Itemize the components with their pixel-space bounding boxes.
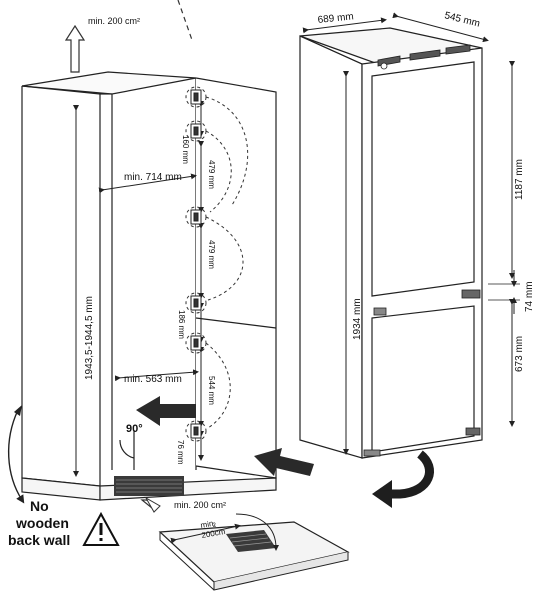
bottom-hinge-hardware <box>363 427 481 457</box>
bottom-vent-label: min. 200 cm² <box>174 500 226 510</box>
top-vent-label: min. 200 cm² <box>88 16 140 26</box>
insert-arrow <box>136 396 196 426</box>
middle-hinge-hardware <box>373 289 481 316</box>
hinge-spacing-2: 479 mm <box>207 160 216 189</box>
hinge-bracket <box>190 209 202 225</box>
warning-line-1: No <box>30 498 49 514</box>
appliance-body <box>299 27 483 459</box>
hinge-spacing-5: 544 mm <box>207 376 216 405</box>
angle-label: 90° <box>126 423 143 435</box>
rotation-arrow <box>372 450 434 508</box>
depth-bottom-label: min. 563 mm <box>124 374 182 385</box>
cabinet-niche <box>21 71 277 501</box>
bottom-vent-grille <box>114 476 184 496</box>
width-dimension <box>302 17 387 34</box>
depth-top-label: min. 714 mm <box>124 172 182 183</box>
angle-indicator <box>119 430 135 470</box>
hinge-bracket <box>190 423 202 439</box>
hinge-brackets <box>190 89 202 439</box>
hinge-spacing-3: 479 mm <box>207 240 216 269</box>
top-vent-arrow <box>64 24 86 73</box>
appliance-height-label: 1934 mm <box>352 298 363 340</box>
gap-label: 74 mm <box>524 281 535 312</box>
grille-note-1: min. <box>200 518 216 529</box>
hinge-detail-circles <box>185 86 249 442</box>
plinth-floor-panel <box>158 521 350 591</box>
depth-dimension <box>392 12 489 43</box>
fridge-door-label: 1187 mm <box>514 159 525 200</box>
bottom-vent-arrow <box>144 496 161 513</box>
top-hinge-hardware <box>377 44 471 70</box>
freezer-door-label: 673 mm <box>514 336 525 372</box>
reference-line <box>177 0 193 41</box>
grille-note-2: 2 <box>212 522 217 529</box>
depth-top-dimension <box>98 173 197 194</box>
niche-height-label: 1943,5-1944,5 mm <box>84 296 95 380</box>
hinge-bracket <box>190 295 202 311</box>
back-wall-arrow <box>8 409 25 504</box>
warning-line-2: wooden <box>15 515 69 531</box>
depth-bottom-dimension <box>114 369 199 382</box>
plinth-dimension <box>170 523 241 544</box>
warning-line-3: back wall <box>8 532 70 548</box>
hinge-bracket <box>190 335 202 351</box>
hinge-spacing-1: 160 mm <box>181 135 190 164</box>
hinge-spacing-6: 76 mm <box>176 440 185 465</box>
back-wall-arrow-head <box>14 405 22 416</box>
plinth-callout-arrow <box>235 513 279 551</box>
warning-triangle-icon <box>82 511 120 546</box>
depth-label: 545 mm <box>443 10 481 29</box>
hinge-bracket <box>190 89 202 105</box>
install-direction-arrow <box>254 448 314 476</box>
hinge-bracket <box>190 123 202 139</box>
width-label: 689 mm <box>317 11 354 26</box>
hinge-spacing-4: 186 mm <box>177 310 186 339</box>
grille-note-3: 200cm <box>201 527 227 540</box>
